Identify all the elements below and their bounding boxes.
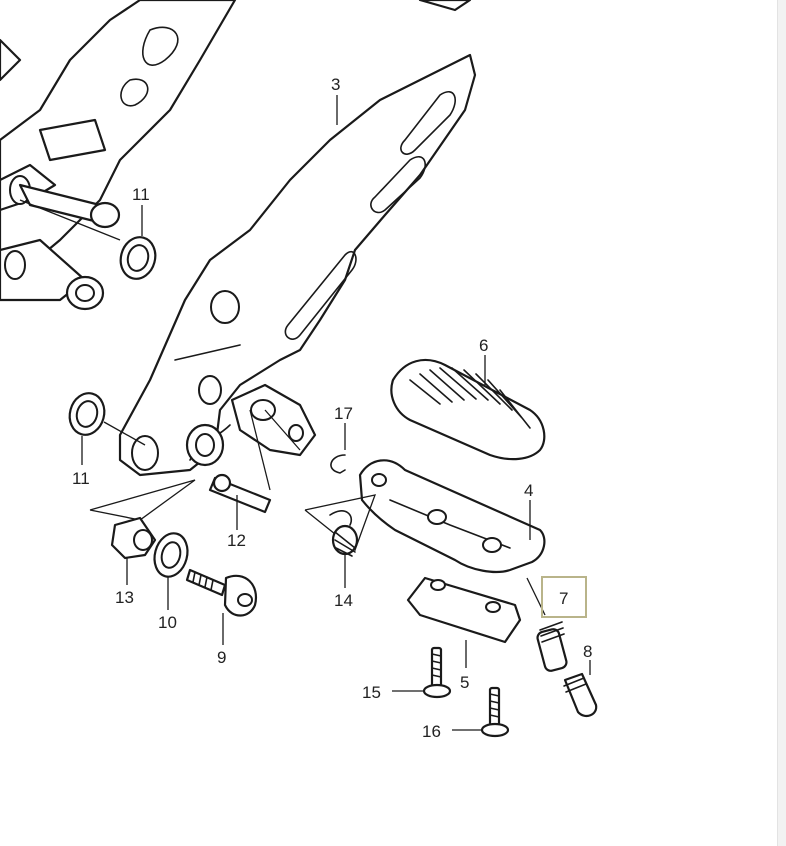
bolt-16 (452, 686, 510, 738)
label-3: 3 (331, 75, 340, 94)
highlight-box-7[interactable] (541, 576, 587, 618)
pin-12 (208, 473, 272, 530)
washer-11-upper (119, 205, 157, 280)
label-4: 4 (524, 481, 533, 500)
washer-11-lower (68, 392, 146, 465)
label-9: 9 (217, 648, 226, 667)
label-13: 13 (115, 588, 134, 607)
label-11-lower: 11 (72, 469, 90, 488)
bolt-9 (185, 568, 258, 645)
clip-17 (330, 423, 346, 474)
vertical-scrollbar[interactable] (777, 0, 786, 846)
label-5: 5 (460, 673, 469, 692)
label-10: 10 (158, 613, 177, 632)
footrest-bracket-3 (118, 53, 477, 477)
footrest-4 (358, 459, 546, 574)
washer-10 (153, 532, 189, 610)
assembly-guide-left (89, 479, 196, 521)
label-6: 6 (479, 336, 488, 355)
label-16: 16 (422, 722, 441, 741)
stopper-8 (563, 660, 598, 718)
bolt-15 (392, 646, 452, 699)
label-12: 12 (227, 531, 246, 550)
footrest-rubber-6 (390, 355, 546, 461)
label-7[interactable]: 7 (559, 589, 568, 608)
label-14: 14 (334, 591, 353, 610)
label-15: 15 (362, 683, 381, 702)
bushing-13 (110, 516, 157, 585)
assembly-guide-right (304, 494, 377, 552)
hinge-lug (230, 383, 317, 491)
label-11-upper: 11 (132, 185, 150, 204)
plate-5 (406, 576, 522, 668)
spring-14 (329, 510, 359, 588)
label-17: 17 (334, 404, 353, 423)
label-8: 8 (583, 642, 592, 661)
frame-bracket-left (0, 0, 472, 311)
